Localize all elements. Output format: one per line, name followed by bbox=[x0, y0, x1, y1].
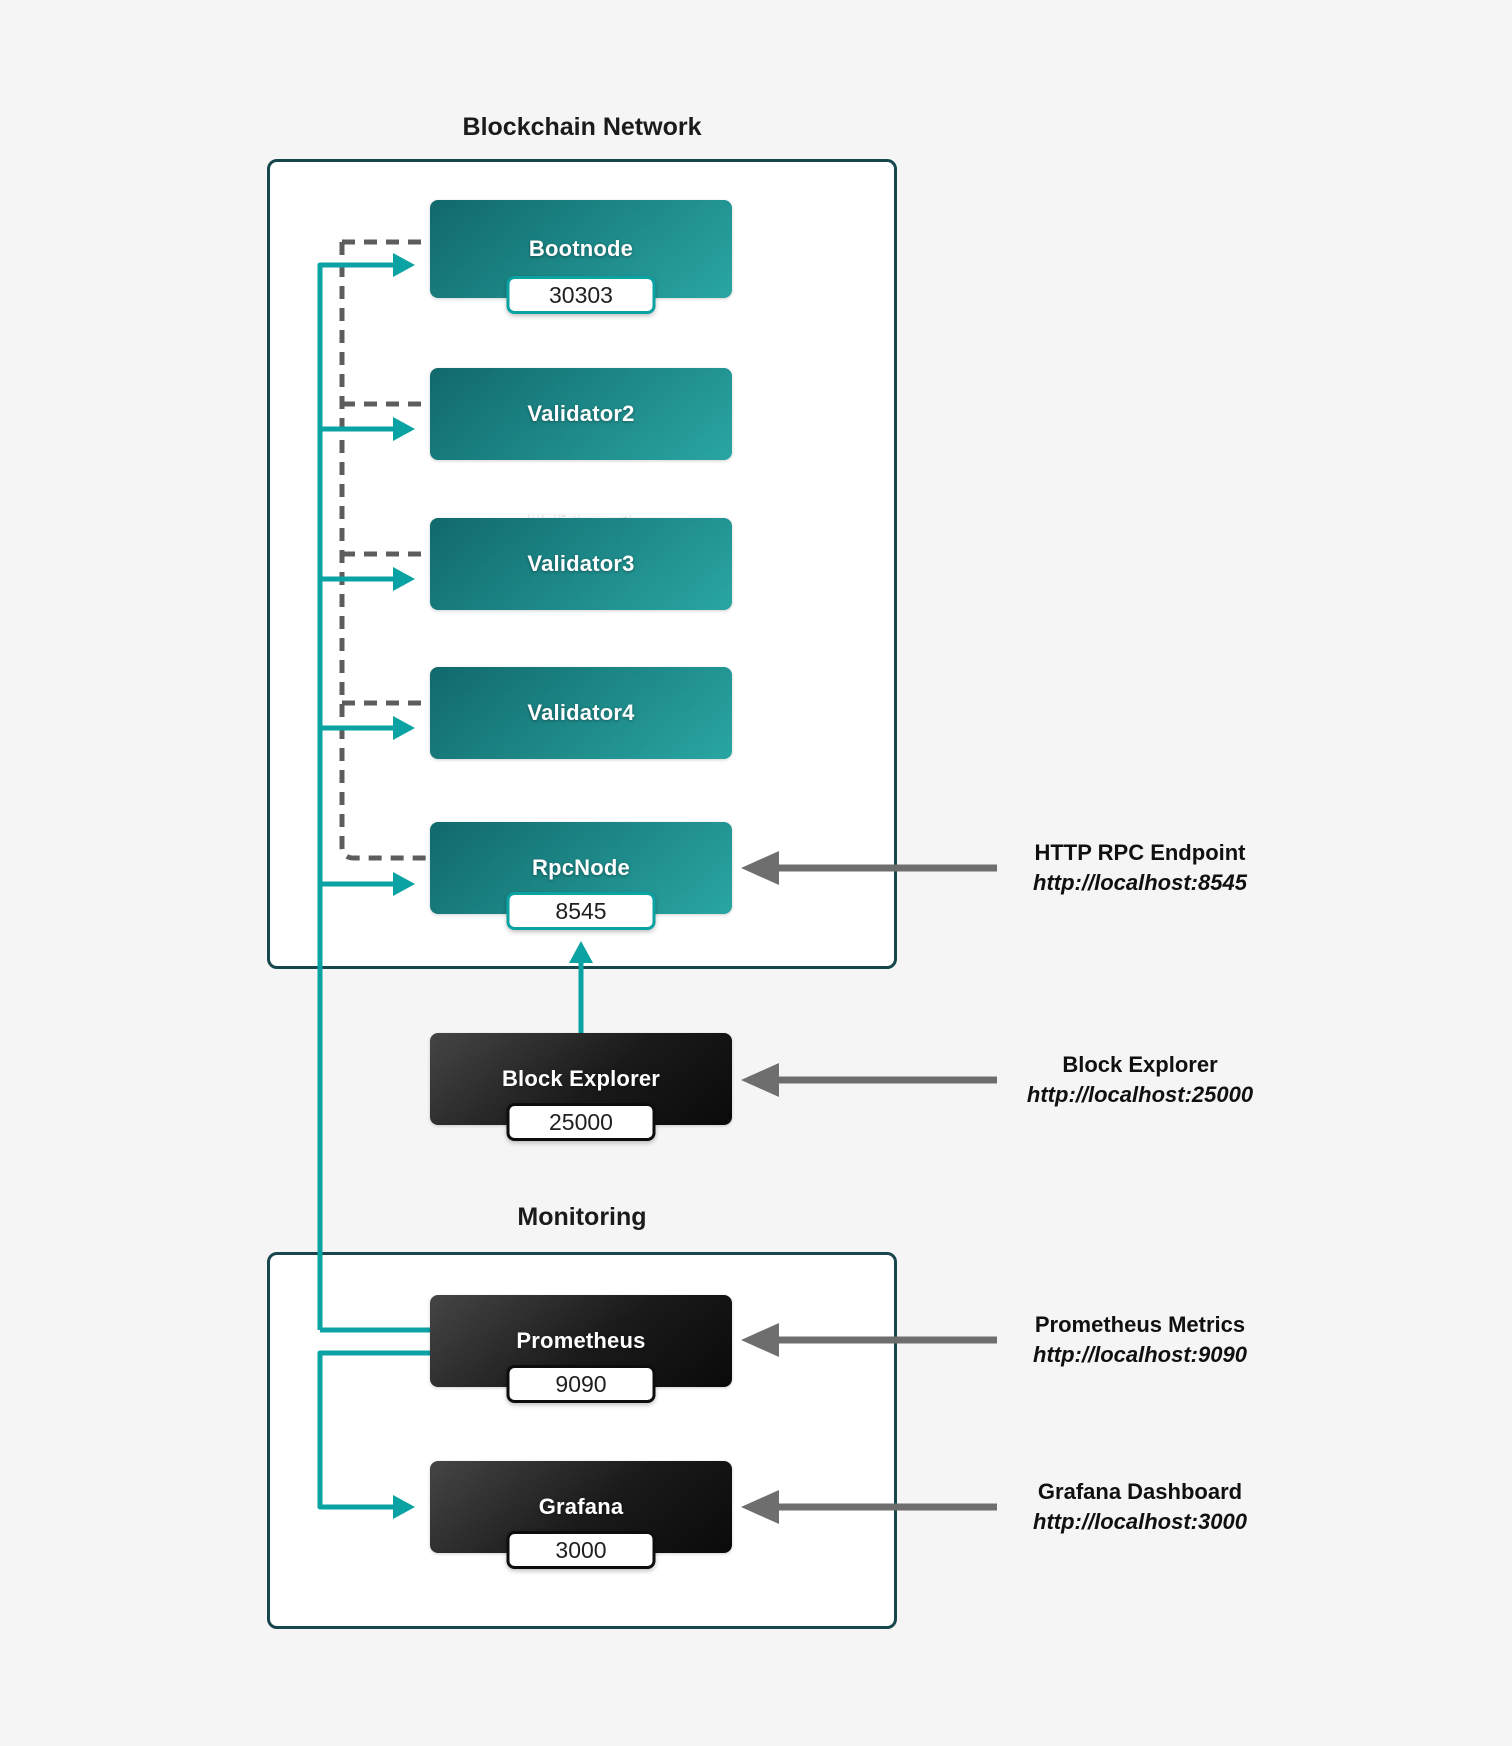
node-validator3: Validator3 bbox=[430, 518, 732, 610]
block-explorer-port-badge: 25000 bbox=[506, 1103, 656, 1141]
grafana-label: Grafana bbox=[538, 1494, 624, 1519]
node-validator4: Validator4 bbox=[430, 667, 732, 759]
prometheus-port-badge: 9090 bbox=[506, 1365, 656, 1403]
endpoint-grafana-url: http://localhost:3000 bbox=[1033, 1509, 1247, 1534]
validator4-label: Validator4 bbox=[527, 700, 635, 725]
monitoring-title: Monitoring bbox=[517, 1203, 647, 1231]
endpoint-block-explorer: Block Explorer http://localhost:25000 bbox=[975, 1050, 1305, 1110]
node-rpcnode: RpcNode 8545 bbox=[430, 822, 732, 930]
node-grafana: Grafana 3000 bbox=[430, 1461, 732, 1569]
endpoint-http-rpc: HTTP RPC Endpoint http://localhost:8545 bbox=[975, 838, 1305, 898]
grafana-port-badge: 3000 bbox=[506, 1531, 656, 1569]
bootnode-label: Bootnode bbox=[528, 236, 634, 261]
endpoint-http-rpc-title: HTTP RPC Endpoint bbox=[1034, 840, 1246, 865]
bootnode-port-badge: 30303 bbox=[506, 276, 656, 314]
blockchain-network-title: Blockchain Network bbox=[462, 113, 702, 141]
block-explorer-label: Block Explorer bbox=[501, 1066, 661, 1091]
arrowhead-block-explorer bbox=[741, 1063, 779, 1097]
node-prometheus: Prometheus 9090 bbox=[430, 1295, 732, 1403]
endpoint-block-explorer-title: Block Explorer bbox=[1062, 1052, 1218, 1077]
node-block-explorer: Block Explorer 25000 bbox=[430, 1033, 732, 1141]
endpoint-http-rpc-url: http://localhost:8545 bbox=[1033, 870, 1247, 895]
hidden-validator1-label: Validator1 bbox=[430, 511, 732, 519]
node-bootnode: Bootnode 30303 bbox=[430, 200, 732, 314]
endpoint-prometheus-title: Prometheus Metrics bbox=[1034, 1312, 1246, 1337]
node-validator2: Validator2 bbox=[430, 368, 732, 460]
endpoint-grafana: Grafana Dashboard http://localhost:3000 bbox=[975, 1477, 1305, 1537]
rpcnode-port-badge: 8545 bbox=[506, 892, 656, 930]
endpoint-prometheus-url: http://localhost:9090 bbox=[1033, 1342, 1247, 1367]
validator3-label: Validator3 bbox=[527, 551, 635, 576]
endpoint-block-explorer-url: http://localhost:25000 bbox=[1026, 1082, 1254, 1107]
rpcnode-label: RpcNode bbox=[532, 855, 630, 880]
endpoint-prometheus: Prometheus Metrics http://localhost:9090 bbox=[975, 1310, 1305, 1370]
prometheus-label: Prometheus bbox=[516, 1328, 646, 1353]
endpoint-grafana-title: Grafana Dashboard bbox=[1037, 1479, 1243, 1504]
validator2-label: Validator2 bbox=[527, 401, 635, 426]
